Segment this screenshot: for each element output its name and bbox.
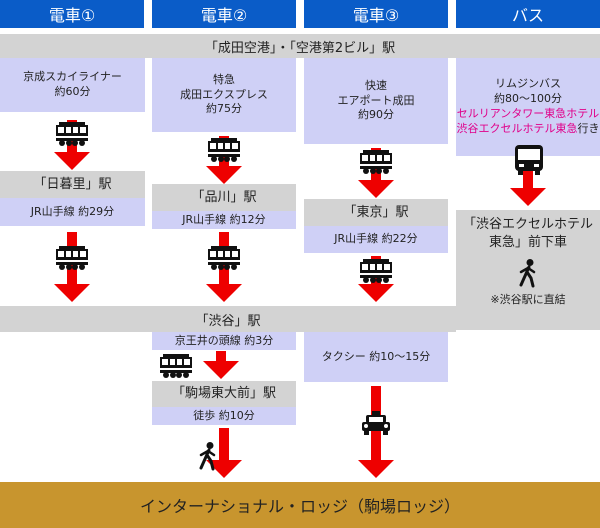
walking-person-icon bbox=[513, 251, 543, 293]
column-header-bus: バス bbox=[456, 0, 600, 28]
shibuya-station-label: 「渋谷」駅 bbox=[195, 313, 261, 329]
column-header-train-2: 電車② bbox=[152, 0, 296, 28]
station-label: 「品川」駅 bbox=[191, 189, 257, 205]
column-header-label: 電車③ bbox=[352, 6, 400, 25]
duration: 約75分 bbox=[206, 102, 242, 116]
line-type: 快速 bbox=[365, 78, 387, 92]
column-header-label: 電車② bbox=[200, 6, 248, 25]
train-icon bbox=[360, 259, 392, 283]
final-station-komaba: 「駒場東大前」駅 bbox=[152, 381, 296, 407]
line-name: リムジンバス bbox=[495, 77, 561, 91]
station-label: 「東京」駅 bbox=[343, 204, 409, 220]
bus-destination-2: 渋谷エクセルホテル東急 bbox=[456, 121, 578, 135]
bus-stop-line-2: 東急」前下車 bbox=[488, 234, 567, 250]
route-box-limousine-bus: リムジンバス 約80〜100分 セルリアンタワー東急ホテル 渋谷エクセルホテル東… bbox=[456, 58, 600, 156]
route-box-skyliner: 京成スカイライナー 約60分 bbox=[0, 58, 145, 112]
column-header-train-1: 電車① bbox=[0, 0, 144, 28]
transfer-station-nippori: 「日暮里」駅 bbox=[0, 171, 145, 198]
destination-band: インターナショナル・ロッジ（駒場ロッジ） bbox=[0, 482, 600, 528]
route-box-airport-narita: 快速 エアポート成田 約90分 bbox=[304, 58, 448, 144]
line-name: 京成スカイライナー bbox=[23, 70, 122, 84]
bus-stop-line-1: 「渋谷エクセルホテル bbox=[462, 217, 593, 232]
line-name: エアポート成田 bbox=[337, 93, 415, 107]
transfer-line: JR山手線 約22分 bbox=[334, 232, 418, 246]
train-icon bbox=[160, 354, 192, 378]
duration: 約90分 bbox=[358, 108, 394, 122]
line-type: 特急 bbox=[213, 72, 235, 86]
route-box-walk: 徒歩 約10分 bbox=[152, 407, 296, 425]
down-arrow-icon bbox=[510, 158, 546, 206]
walking-person-icon bbox=[196, 434, 220, 471]
transfer-line: JR山手線 約29分 bbox=[30, 204, 115, 218]
walk-label: 徒歩 約10分 bbox=[193, 408, 255, 422]
transfer-station-shinagawa: 「品川」駅 bbox=[152, 184, 296, 211]
train-icon bbox=[360, 150, 392, 174]
destination-label: インターナショナル・ロッジ（駒場ロッジ） bbox=[139, 497, 460, 516]
after-line: 京王井の頭線 約3分 bbox=[174, 333, 274, 347]
shibuya-station-band: 「渋谷」駅 bbox=[0, 306, 456, 332]
start-station-band: 「成田空港」・「空港第2ビル」駅 bbox=[0, 34, 600, 58]
duration: 約80〜100分 bbox=[494, 92, 562, 106]
route-box-narita-express: 特急 成田エクスプレス 約75分 bbox=[152, 58, 296, 132]
down-arrow-icon bbox=[203, 351, 239, 379]
transfer-line: JR山手線 約12分 bbox=[182, 212, 266, 226]
route-box-yamanote-3: JR山手線 約22分 bbox=[304, 226, 448, 253]
bus-destination-1: セルリアンタワー東急ホテル bbox=[456, 107, 600, 120]
down-arrow-icon bbox=[206, 428, 242, 478]
line-name: 成田エクスプレス bbox=[180, 87, 268, 101]
column-header-label: バス bbox=[511, 6, 544, 25]
train-icon bbox=[56, 246, 88, 270]
taxi-icon bbox=[362, 411, 390, 435]
route-box-inokashira: 京王井の頭線 約3分 bbox=[152, 332, 296, 350]
bus-stop-note: ※渋谷駅に直結 bbox=[490, 293, 566, 307]
bus-destination-suffix: 行き bbox=[577, 121, 600, 135]
train-icon bbox=[56, 122, 88, 146]
duration: 約60分 bbox=[54, 85, 91, 98]
start-station-label: 「成田空港」・「空港第2ビル」駅 bbox=[204, 40, 396, 56]
column-header-label: 電車① bbox=[48, 6, 96, 25]
station-label: 「駒場東大前」駅 bbox=[171, 386, 276, 402]
column-header-train-3: 電車③ bbox=[304, 0, 448, 28]
bus-stop-box: 「渋谷エクセルホテル 東急」前下車 ※渋谷駅に直結 bbox=[456, 210, 600, 330]
taxi-label: タクシー 約10〜15分 bbox=[321, 349, 431, 363]
route-box-yamanote-2: JR山手線 約12分 bbox=[152, 211, 296, 229]
train-icon bbox=[208, 138, 240, 162]
route-box-taxi: タクシー 約10〜15分 bbox=[304, 332, 448, 382]
train-icon bbox=[208, 246, 240, 270]
route-box-yamanote-1: JR山手線 約29分 bbox=[0, 198, 145, 226]
transfer-station-tokyo: 「東京」駅 bbox=[304, 199, 448, 226]
bus-icon bbox=[515, 145, 543, 175]
station-label: 「日暮里」駅 bbox=[33, 176, 112, 192]
